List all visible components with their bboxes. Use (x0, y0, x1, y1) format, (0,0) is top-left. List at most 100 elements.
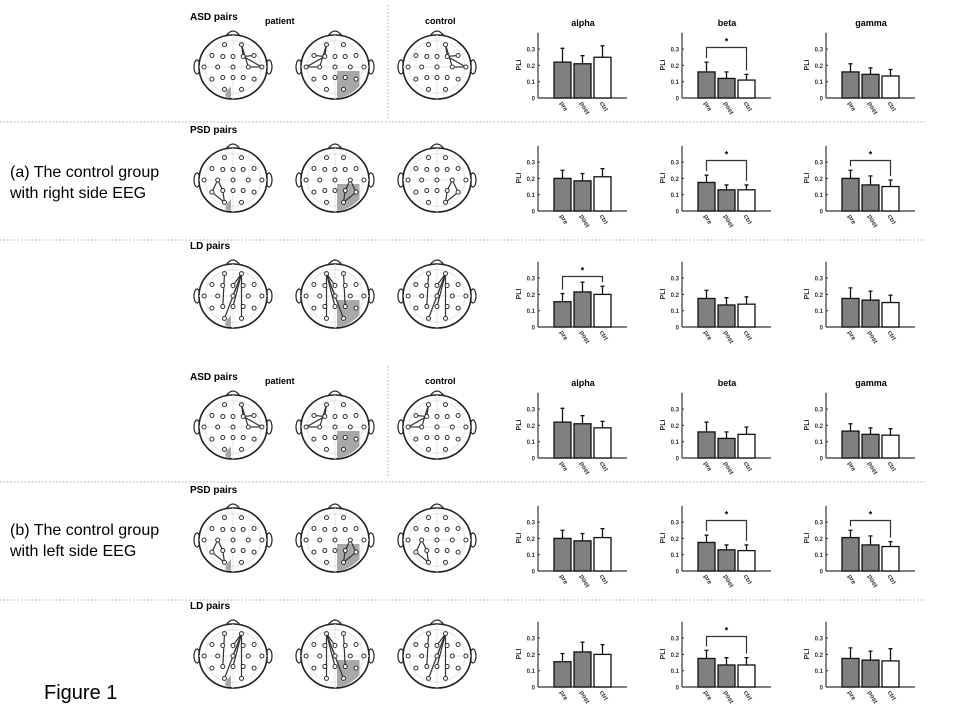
electrode (342, 282, 348, 288)
electrode (332, 293, 338, 299)
electrode (240, 188, 246, 194)
significance-star: * (725, 149, 729, 159)
electrode (311, 641, 317, 647)
electrode (424, 53, 430, 59)
electrode (251, 76, 257, 82)
electrode (209, 665, 215, 671)
y-tick-label: 0.3 (815, 161, 824, 167)
electrode (322, 166, 328, 172)
electrode (201, 424, 207, 430)
x-tick-label: post (578, 574, 591, 590)
y-tick-label: 0.1 (527, 309, 536, 315)
band-title-gamma: gamma (855, 18, 888, 28)
electrode (322, 526, 328, 532)
electrode (230, 413, 236, 419)
electrode (353, 52, 359, 58)
electrode (245, 537, 251, 543)
electrode (222, 155, 227, 161)
bar-post (717, 189, 736, 212)
electrode (413, 189, 419, 195)
x-tick-label: pre (558, 214, 569, 227)
y-tick-label: 0.3 (815, 408, 824, 414)
y-tick-label: 0 (676, 210, 680, 216)
y-tick-label: 0.2 (671, 177, 680, 183)
panel-b-label-line2: with left side EEG (10, 543, 137, 560)
electrode (443, 315, 448, 321)
electrode (342, 166, 348, 172)
electrode (341, 559, 346, 565)
electrode (311, 305, 317, 311)
electrode (444, 548, 450, 554)
electrode (455, 76, 461, 82)
y-tick-label: 0.2 (527, 653, 536, 659)
electrode (230, 664, 236, 670)
x-tick-label: post (722, 330, 735, 346)
electrode (239, 559, 244, 565)
y-tick-label: 0.1 (527, 80, 536, 86)
x-tick-label: post (578, 461, 591, 477)
electrode (215, 293, 221, 299)
electrode (463, 537, 469, 543)
y-tick-label: 0.2 (527, 64, 536, 70)
electrode (342, 526, 348, 532)
connection-line (325, 633, 336, 667)
bar-ctrl (881, 545, 900, 572)
y-tick-label: 0.3 (815, 637, 824, 643)
electrode (303, 653, 309, 659)
y-tick-label: 0 (820, 686, 824, 692)
electrode (324, 675, 329, 681)
y-tick-label: 0.2 (671, 653, 680, 659)
electrode (426, 559, 431, 565)
electrode (240, 435, 246, 441)
x-tick-label: ctrl (886, 101, 897, 113)
bar-post (717, 664, 736, 688)
electrode (444, 282, 450, 288)
bar-ctrl (881, 75, 900, 99)
region-shade (337, 184, 360, 211)
electrode (209, 305, 215, 311)
electrode (434, 548, 440, 554)
electrode (444, 304, 450, 310)
x-tick-label: post (578, 330, 591, 346)
connection-line (242, 55, 263, 68)
x-tick-label: ctrl (742, 101, 753, 113)
row-type-label: PSD pairs (190, 125, 238, 136)
significance-bracket (705, 635, 748, 654)
electrode (322, 75, 328, 81)
electrode (449, 177, 455, 183)
electrode (322, 548, 328, 554)
x-tick-label: ctrl (742, 574, 753, 586)
electrode (434, 293, 440, 299)
electrode (230, 526, 236, 532)
x-tick-label: pre (846, 330, 857, 343)
electrode (341, 271, 346, 277)
y-tick-label: 0.3 (671, 48, 680, 54)
electrode (322, 188, 328, 194)
y-tick-label: 0.2 (671, 64, 680, 70)
electrode (443, 86, 448, 92)
x-tick-label: post (866, 461, 879, 477)
y-tick-label: 0.3 (671, 521, 680, 527)
electrode (424, 75, 430, 81)
x-tick-label: post (722, 214, 735, 230)
electrode (332, 435, 338, 441)
bar-pre (841, 297, 860, 328)
x-tick-label: pre (702, 461, 713, 474)
electrode (332, 642, 338, 648)
y-tick-label: 0.3 (815, 277, 824, 283)
band-title-beta: beta (718, 378, 738, 388)
bar-ctrl (593, 176, 612, 212)
y-tick-label: 0.3 (671, 277, 680, 283)
electrode (463, 653, 469, 659)
electrode (342, 435, 348, 441)
electrode (449, 424, 455, 430)
electrode (347, 177, 353, 183)
electrode (434, 75, 440, 81)
patient-head-map-right (295, 619, 375, 689)
electrode (240, 526, 246, 532)
connection-line (407, 415, 428, 428)
electrode (311, 76, 317, 82)
region-shade (337, 300, 360, 327)
